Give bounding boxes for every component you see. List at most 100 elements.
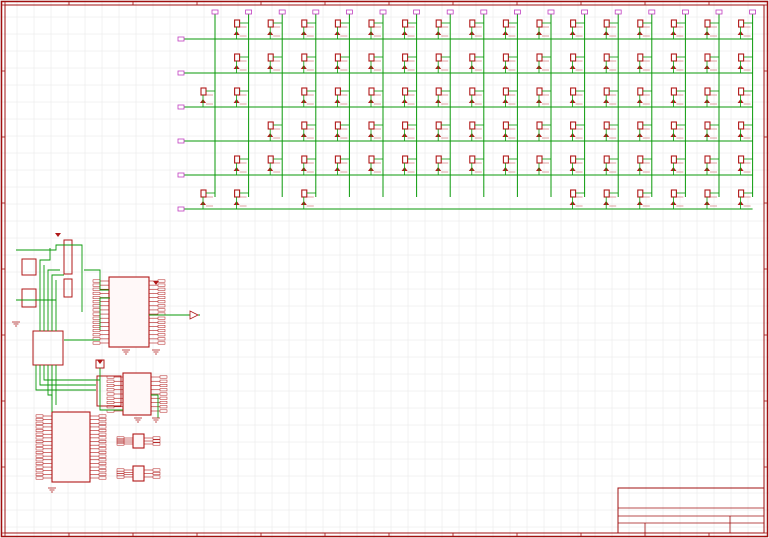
switch-symbol bbox=[435, 53, 442, 62]
passive-part bbox=[21, 258, 37, 276]
pin-net-label bbox=[152, 439, 161, 443]
switch-symbol bbox=[301, 189, 308, 198]
key-cell bbox=[670, 155, 686, 175]
pin-net-label bbox=[92, 341, 101, 345]
switch-symbol bbox=[603, 189, 610, 198]
switch-symbol bbox=[368, 19, 375, 28]
key-cell bbox=[536, 121, 551, 141]
switch-symbol bbox=[334, 53, 341, 62]
key-cell bbox=[401, 87, 417, 107]
key-cell bbox=[536, 19, 551, 39]
pin-net-label bbox=[35, 465, 44, 469]
key-cell bbox=[200, 87, 215, 107]
pin-net-label bbox=[98, 454, 107, 458]
pin-net-label bbox=[98, 421, 107, 425]
switch-symbol bbox=[603, 155, 610, 164]
key-cell bbox=[670, 121, 686, 141]
pin-net-label bbox=[157, 325, 166, 328]
switch-symbol bbox=[536, 19, 543, 28]
wire bbox=[47, 269, 60, 331]
key-cell bbox=[401, 155, 417, 175]
usb-port-flag bbox=[189, 310, 199, 320]
key-cell bbox=[670, 19, 686, 39]
switch-symbol bbox=[502, 19, 509, 28]
key-cell bbox=[368, 121, 383, 141]
pin-net-label bbox=[157, 296, 166, 299]
key-cell bbox=[704, 155, 719, 175]
switch-symbol bbox=[402, 87, 409, 96]
key-cell bbox=[704, 189, 719, 209]
switch-symbol bbox=[334, 155, 341, 164]
passive-part bbox=[32, 330, 64, 366]
column-net-label bbox=[749, 9, 756, 15]
key-cell bbox=[267, 19, 283, 39]
switch-symbol bbox=[267, 155, 274, 164]
key-cell bbox=[603, 189, 619, 209]
wire bbox=[84, 269, 109, 291]
pin-net-label bbox=[157, 341, 166, 345]
switch-symbol bbox=[570, 87, 577, 96]
key-cell bbox=[536, 155, 551, 175]
pin-net-label bbox=[92, 300, 101, 304]
switch-symbol bbox=[637, 53, 644, 62]
key-cell bbox=[200, 189, 215, 209]
key-cell bbox=[704, 121, 719, 141]
switch-symbol bbox=[570, 155, 577, 164]
pin-net-label bbox=[92, 287, 101, 291]
switch-symbol bbox=[704, 155, 711, 164]
key-cell bbox=[603, 19, 619, 39]
pin-net-label bbox=[116, 470, 125, 474]
connector-a bbox=[116, 433, 161, 449]
key-cell bbox=[468, 155, 484, 175]
pin-net-label bbox=[98, 440, 107, 443]
switch-symbol bbox=[570, 189, 577, 198]
row-net-label bbox=[177, 138, 185, 144]
ground-symbol bbox=[48, 487, 56, 493]
pin-net-label bbox=[116, 442, 125, 446]
key-cell bbox=[737, 19, 753, 39]
pin-net-label bbox=[159, 384, 168, 387]
switch-symbol bbox=[234, 19, 241, 28]
pin-net-label bbox=[98, 418, 107, 422]
pin-net-label bbox=[106, 401, 115, 404]
key-cell bbox=[334, 19, 350, 39]
key-cell bbox=[569, 121, 585, 141]
switch-symbol bbox=[738, 53, 745, 62]
key-cell bbox=[233, 19, 249, 39]
pin-net-label bbox=[92, 291, 101, 295]
pin-net-label bbox=[92, 329, 101, 333]
switch-symbol bbox=[402, 155, 409, 164]
chip-body bbox=[132, 465, 145, 482]
pin-net-label bbox=[159, 401, 168, 404]
switch-symbol bbox=[234, 189, 241, 198]
chip-body bbox=[132, 433, 145, 449]
pin-net-label bbox=[152, 442, 161, 446]
switch-symbol bbox=[502, 87, 509, 96]
switch-symbol bbox=[603, 19, 610, 28]
column-net-label bbox=[278, 9, 286, 15]
switch-symbol bbox=[469, 155, 476, 164]
switch-symbol bbox=[469, 53, 476, 62]
wire bbox=[35, 365, 96, 391]
key-cell bbox=[435, 19, 451, 39]
passive-part bbox=[63, 239, 73, 275]
switch-symbol bbox=[435, 19, 442, 28]
key-cell bbox=[737, 87, 753, 107]
switch-symbol bbox=[738, 19, 745, 28]
key-cell bbox=[401, 121, 417, 141]
pin-net-label bbox=[98, 469, 107, 473]
switch-symbol bbox=[536, 87, 543, 96]
switch-symbol bbox=[200, 189, 207, 198]
wire bbox=[99, 297, 110, 330]
key-cell bbox=[300, 155, 316, 175]
pin-net-label bbox=[157, 337, 166, 341]
switch-symbol bbox=[469, 87, 476, 96]
key-cell bbox=[636, 155, 652, 175]
pin-net-label bbox=[92, 279, 101, 283]
pin-net-label bbox=[116, 440, 125, 444]
switch-symbol bbox=[570, 19, 577, 28]
pin-net-label bbox=[35, 436, 44, 440]
